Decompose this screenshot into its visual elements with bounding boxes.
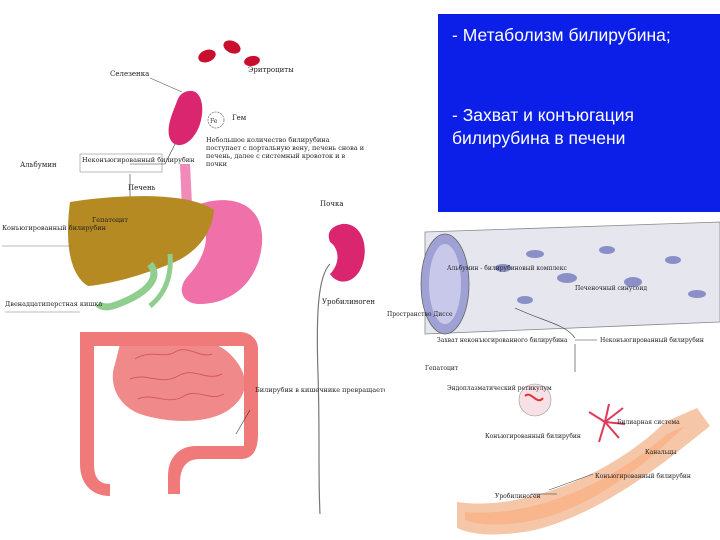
bullet-uptake-conjugation: - Захват и конъюгация билирубина в печен…	[452, 105, 635, 148]
label-urobilinogen-right: Уробилиноген	[495, 493, 541, 500]
vessel-spots	[495, 246, 706, 304]
erythrocyte	[244, 55, 260, 67]
er-circle	[518, 383, 552, 417]
hepatocyte-conjugation-diagram: Альбумин - билирубиновый комплекс Печено…	[385, 212, 720, 540]
label-er: Эндоплазматический ретикулум	[447, 385, 552, 392]
label-liver: Печень	[128, 184, 156, 192]
uptake-arrow	[514, 307, 576, 339]
label-gallbladder: Гепатоцит	[92, 216, 128, 224]
label-conjugated-2: Конъюгированный билирубин	[595, 473, 691, 480]
small-intestine	[112, 337, 245, 421]
pointer-stercobilin	[235, 409, 251, 435]
label-erythrocytes: Эритроциты	[248, 66, 294, 74]
label-hepatocyte: Гепатоцит	[425, 365, 459, 372]
label-kidney: Почка	[320, 200, 344, 208]
hepatocyte-band-inner	[465, 426, 685, 525]
heme-circle	[207, 111, 225, 129]
kidney-shape	[328, 223, 365, 282]
label-urobilinogen: Уробилиноген	[322, 298, 375, 306]
box-unconjugated	[79, 153, 163, 173]
label-space-disse: Пространство Диссе	[387, 311, 453, 318]
label-fe: Fe	[210, 118, 218, 125]
bilirubin-metabolism-diagram: Эритроциты Селезенка Fe Гем Альбумин Нек…	[2, 40, 438, 515]
intestine-loops	[129, 349, 225, 401]
label-spleen: Селезенка	[110, 70, 149, 78]
pointer-conjugated-2	[548, 473, 594, 491]
esophagus	[180, 164, 192, 210]
bullet-metabolism: - Метаболизм билирубина;	[452, 25, 671, 45]
label-bile-duct: Билиарная система	[617, 419, 680, 426]
liver-shape	[68, 196, 214, 286]
bile-canaliculus	[588, 403, 626, 443]
label-conjugated-1: Конъюгированный билирубин	[2, 224, 106, 232]
label-small-amount: Небольшое количество билирубина поступае…	[206, 136, 365, 168]
label-duodenum: Двенадцатиперстная кишка	[5, 300, 102, 308]
note-block: Небольшое количество билирубина поступае…	[206, 136, 365, 168]
label-blood-vessel: Печеночный синусоид	[575, 285, 647, 292]
erythrocyte	[223, 40, 241, 54]
label-heme: Гем	[232, 114, 247, 122]
label-conjugated-bilirubin: Конъюгированный билирубин	[485, 433, 581, 440]
label-conj-bilirubin: Неконъюгированный билирубин	[600, 337, 704, 344]
er-squiggle	[524, 393, 544, 402]
label-unconjugated: Неконъюгированный билирубин	[82, 156, 194, 164]
colon	[80, 332, 258, 496]
erythrocyte	[198, 49, 216, 63]
erythrocytes-group	[198, 40, 260, 67]
label-bile: Канальцы	[645, 449, 677, 456]
ureter	[316, 263, 331, 515]
top-strip	[0, 0, 720, 14]
hepatocyte-band	[457, 408, 710, 535]
pointer-spleen	[149, 77, 183, 93]
label-albumin: Альбумин	[20, 161, 57, 169]
label-stercobilin: Билирубин в кишечнике превращается в сте…	[255, 386, 438, 394]
bile-duct	[95, 261, 158, 311]
stomach	[181, 200, 263, 304]
vessel-opening-inner	[429, 244, 461, 324]
arrow-spleen-down	[130, 143, 176, 165]
bile-duct-2	[148, 253, 173, 308]
spleen-shape	[168, 90, 203, 146]
label-uptake: Захват неконъюгированного билирубина	[437, 337, 568, 344]
label-albumin-complex: Альбумин - билирубиновый комплекс	[447, 265, 567, 272]
